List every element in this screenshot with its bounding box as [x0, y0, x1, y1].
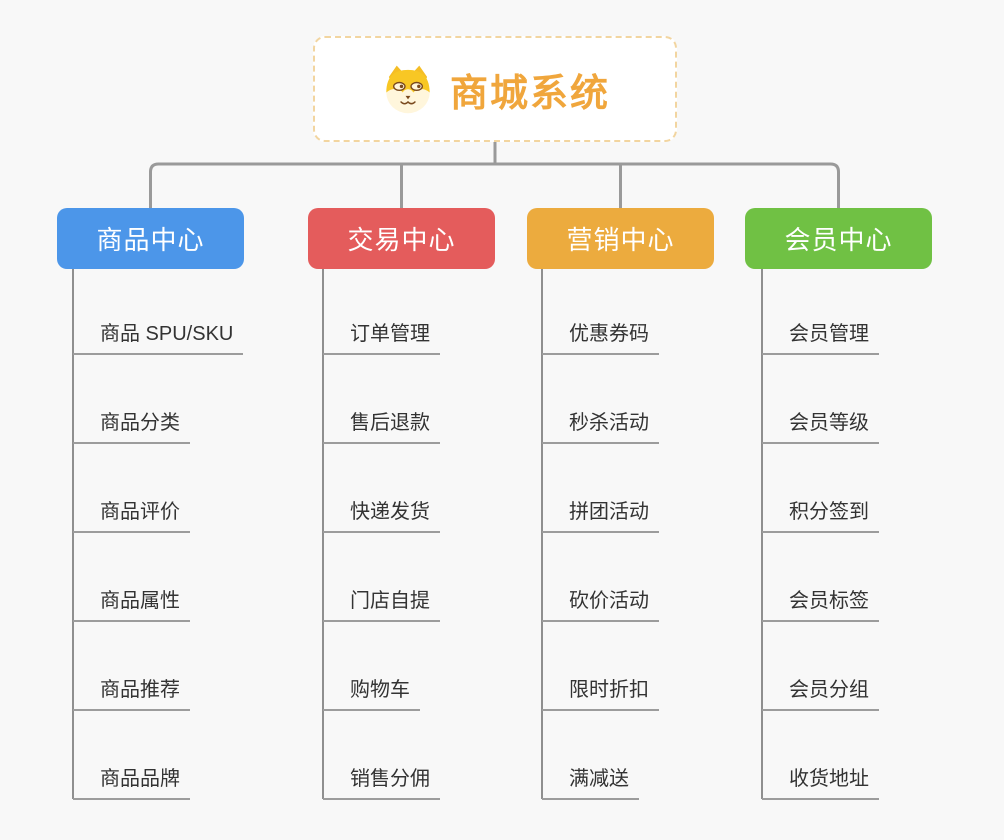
leaf-node[interactable]: 销售分佣	[323, 764, 440, 800]
leaf-node[interactable]: 会员等级	[762, 408, 879, 444]
leaf-node[interactable]: 砍价活动	[542, 586, 659, 622]
leaf-node[interactable]: 商品属性	[73, 586, 190, 622]
leaf-node[interactable]: 商品分类	[73, 408, 190, 444]
leaf-node[interactable]: 会员管理	[762, 319, 879, 355]
leaf-node[interactable]: 商品品牌	[73, 764, 190, 800]
leaf-node[interactable]: 门店自提	[323, 586, 440, 622]
leaf-node[interactable]: 限时折扣	[542, 675, 659, 711]
leaf-node[interactable]: 会员标签	[762, 586, 879, 622]
root-title: 商城系统	[449, 72, 610, 115]
leaf-node[interactable]: 秒杀活动	[542, 408, 659, 444]
leaf-node[interactable]: 快递发货	[323, 497, 440, 533]
leaf-node[interactable]: 拼团活动	[542, 497, 659, 533]
leaf-node[interactable]: 优惠券码	[542, 319, 659, 355]
branch-marketing-center[interactable]: 营销中心	[527, 208, 714, 269]
branch-trade-center[interactable]: 交易中心	[308, 208, 495, 269]
dog-face-icon	[380, 63, 436, 115]
leaf-node[interactable]: 满减送	[542, 764, 639, 800]
root-node[interactable]: 商城系统	[313, 36, 677, 142]
branch-member-center[interactable]: 会员中心	[745, 208, 932, 269]
branch-product-center[interactable]: 商品中心	[57, 208, 244, 269]
leaf-node[interactable]: 商品 SPU/SKU	[73, 319, 244, 355]
leaf-node[interactable]: 购物车	[323, 675, 420, 711]
leaf-node[interactable]: 售后退款	[323, 408, 440, 444]
leaf-node[interactable]: 商品推荐	[73, 675, 190, 711]
leaf-node[interactable]: 积分签到	[762, 497, 879, 533]
bus-connector	[149, 162, 840, 208]
leaf-node[interactable]: 订单管理	[323, 319, 440, 355]
leaf-node[interactable]: 收货地址	[762, 764, 879, 800]
leaf-node[interactable]: 会员分组	[762, 675, 879, 711]
leaf-node[interactable]: 商品评价	[73, 497, 190, 533]
